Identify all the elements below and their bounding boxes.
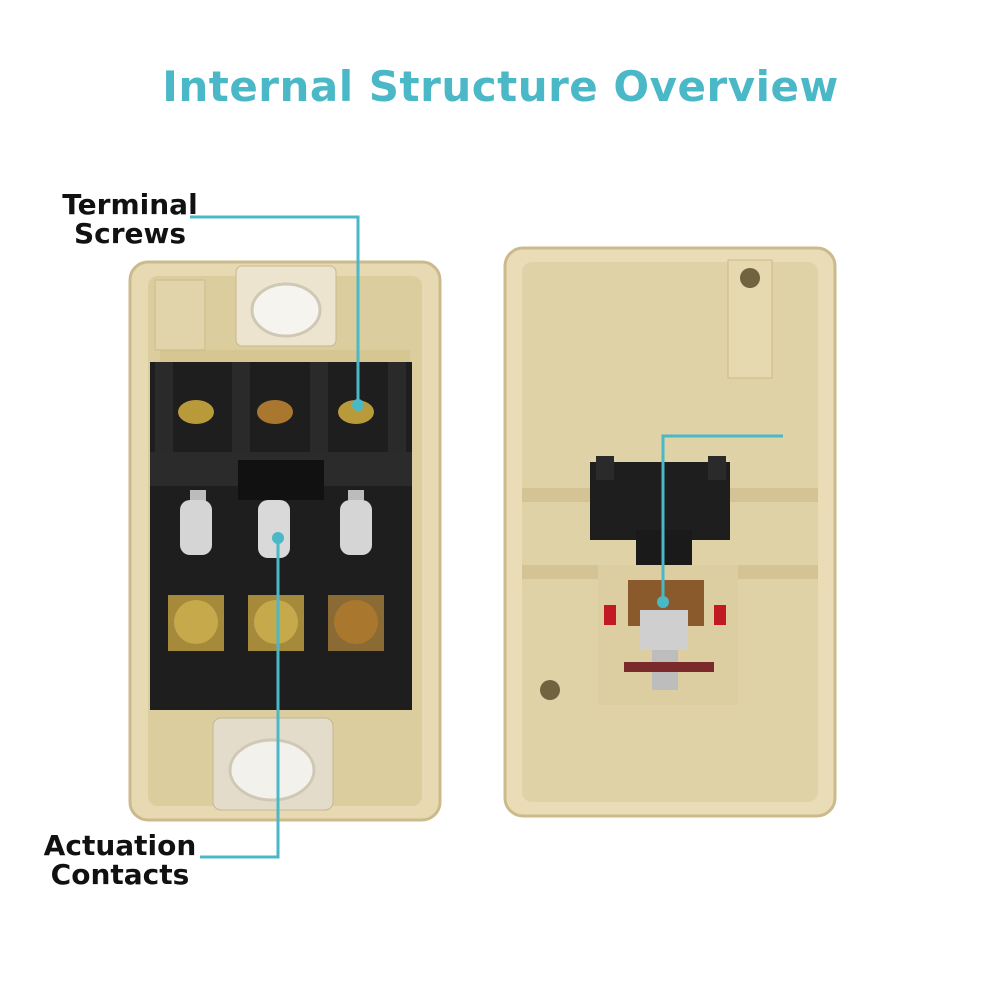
top-terminal-screws <box>178 400 374 424</box>
actuation-callout-dot-left <box>272 532 284 544</box>
terminal-label-line2: Screws <box>73 217 187 250</box>
bottom-terminal-screws <box>168 595 384 651</box>
page-title: Internal Structure Overview <box>162 62 839 111</box>
terminal-callout-dot <box>352 399 364 411</box>
actuation-callout-dot-right <box>657 596 669 608</box>
actuation-label-line2: Contacts <box>50 858 190 891</box>
actuation-contacts-label: Actuation Contacts <box>30 831 210 889</box>
terminal-label-line1: Terminal <box>62 188 198 221</box>
callout-dots <box>272 399 669 608</box>
actuation-callout-line-left <box>200 538 280 859</box>
actuation-label-line1: Actuation <box>43 829 197 862</box>
terminal-block <box>150 362 412 710</box>
terminal-screws-label: Terminal Screws <box>40 190 220 248</box>
actuation-callout-line-right <box>661 434 783 602</box>
callout-lines <box>190 215 783 859</box>
terminal-callout-line <box>190 215 360 405</box>
contact-arms <box>180 500 372 558</box>
